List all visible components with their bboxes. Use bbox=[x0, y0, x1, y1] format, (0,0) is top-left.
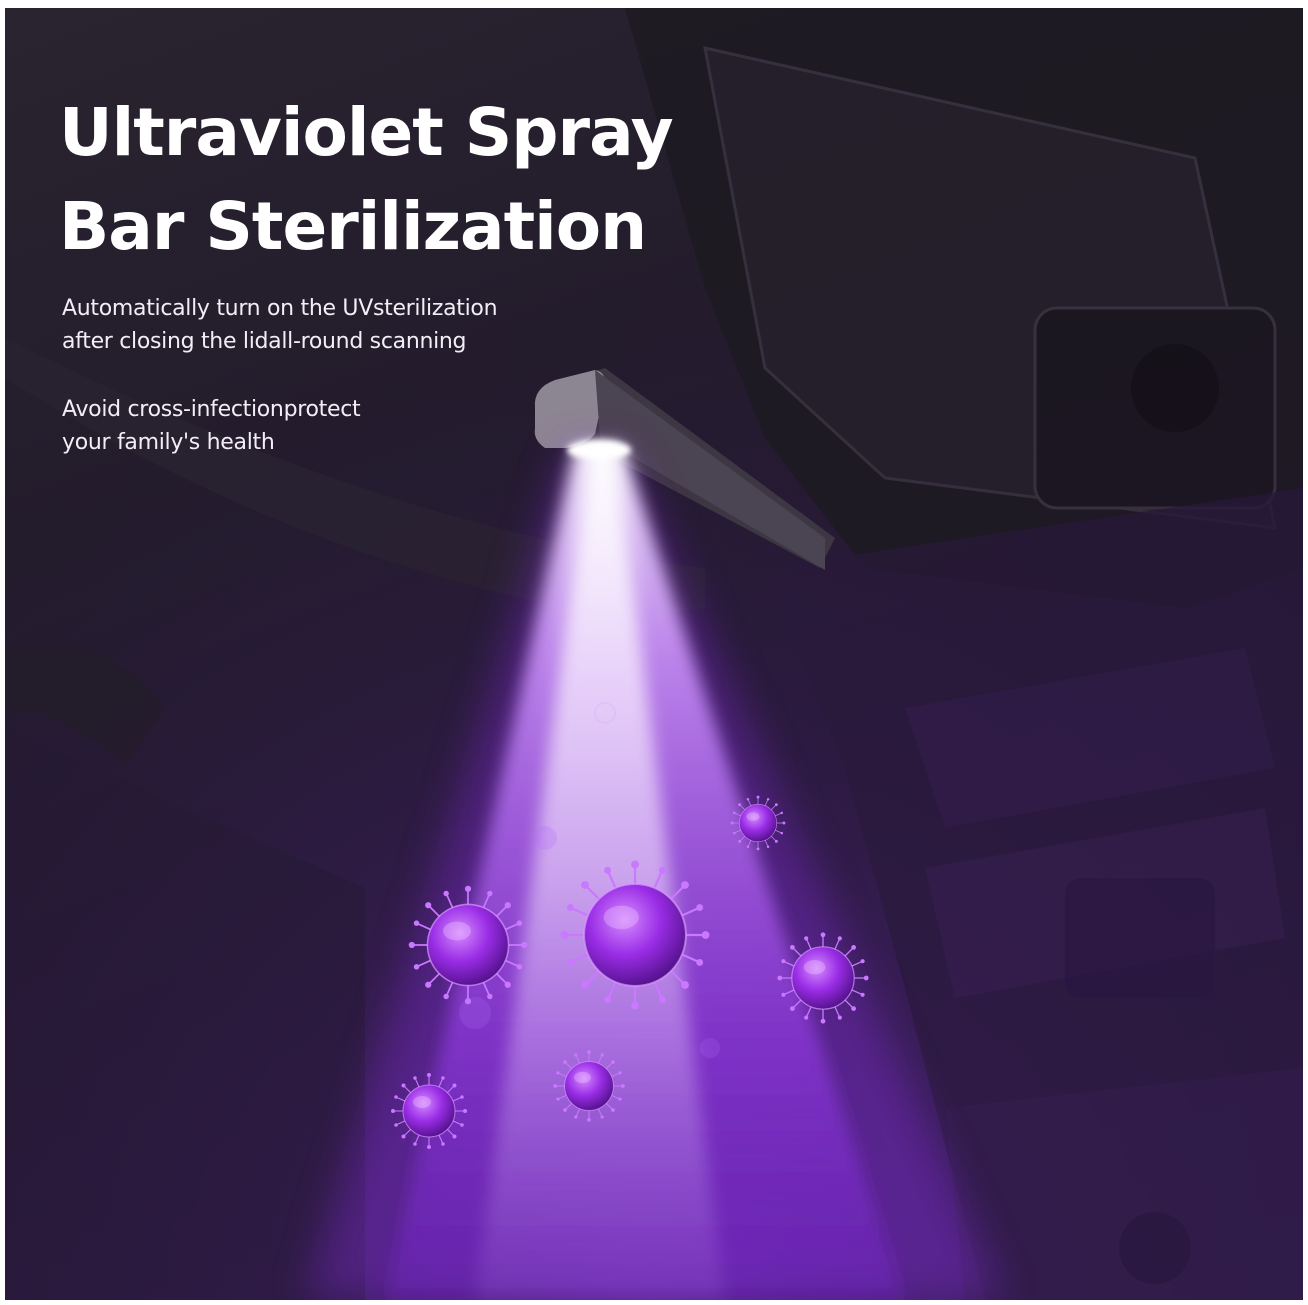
virus-particles bbox=[390, 702, 870, 1150]
virus-6 bbox=[390, 1072, 468, 1150]
headline-line-1: Ultraviolet Spray bbox=[59, 94, 674, 171]
virus-3 bbox=[730, 795, 786, 851]
uv-sterilization-scene bbox=[5, 8, 1303, 1300]
virus-2 bbox=[559, 859, 711, 1011]
description-2-line-1: Avoid cross-infectionprotect bbox=[62, 397, 361, 422]
description-health: Avoid cross-infectionprotect your family… bbox=[62, 393, 361, 459]
description-1-line-2: after closing the lidall-round scanning bbox=[62, 329, 467, 354]
virus-5 bbox=[552, 1049, 626, 1123]
virus-1 bbox=[407, 884, 529, 1006]
uv-light-beam bbox=[305, 440, 1005, 1300]
uv-lamp-bar bbox=[534, 368, 835, 570]
appliance-silhouette bbox=[5, 8, 1303, 1300]
description-1-line-1: Automatically turn on the UVsterilizatio… bbox=[62, 296, 498, 321]
headline: Ultraviolet Spray Bar Sterilization bbox=[59, 86, 819, 274]
description-2-line-2: your family's health bbox=[62, 430, 275, 455]
virus-4 bbox=[776, 931, 870, 1025]
headline-line-2: Bar Sterilization bbox=[59, 188, 647, 265]
product-image: Ultraviolet Spray Bar Sterilization Auto… bbox=[5, 8, 1303, 1300]
description-auto-sterilization: Automatically turn on the UVsterilizatio… bbox=[62, 292, 498, 358]
